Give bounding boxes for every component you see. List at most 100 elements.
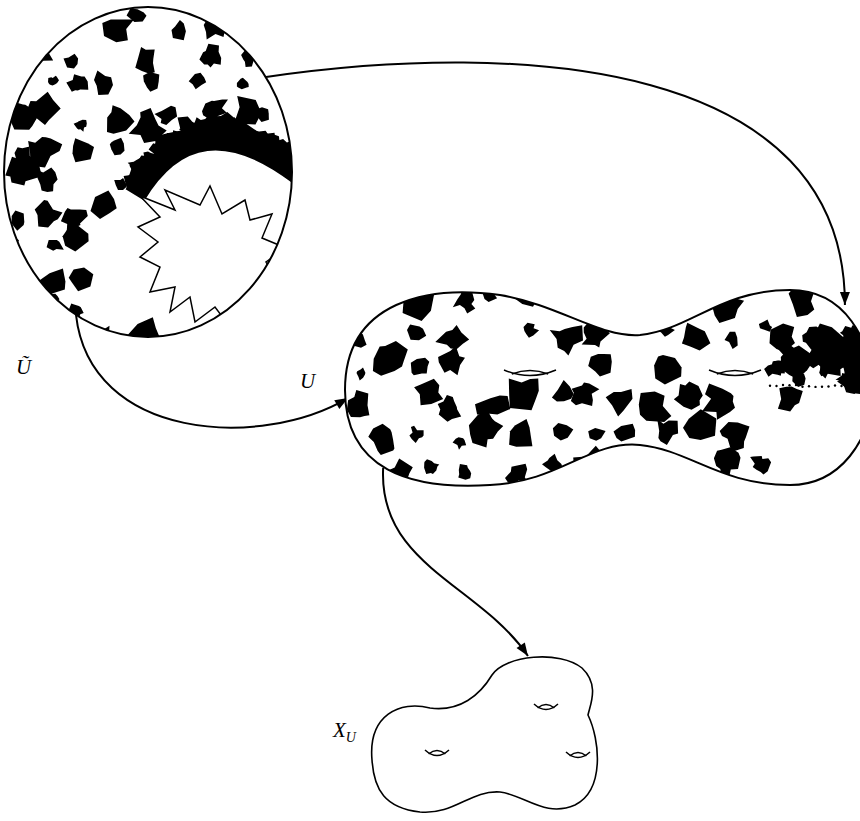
dot xyxy=(840,385,842,387)
black-cell xyxy=(509,376,539,411)
black-cell xyxy=(39,269,65,295)
handle-hole xyxy=(536,701,555,713)
black-cell xyxy=(682,323,711,351)
black-cell xyxy=(110,138,125,155)
black-cell xyxy=(128,317,161,352)
dot xyxy=(853,384,855,386)
shape-group xyxy=(0,0,322,358)
black-cell xyxy=(588,428,605,441)
curved-arrow xyxy=(383,468,528,656)
black-cell xyxy=(654,355,682,385)
black-cell xyxy=(347,390,370,417)
black-cell xyxy=(293,8,322,35)
disk-ground xyxy=(4,7,292,337)
black-cell xyxy=(8,0,43,31)
black-cell xyxy=(357,368,366,381)
black-cell xyxy=(836,372,852,386)
black-cell xyxy=(438,346,465,375)
surface-outline xyxy=(345,290,860,486)
black-cell xyxy=(268,72,285,92)
black-cell xyxy=(2,305,21,320)
black-cell xyxy=(172,20,186,40)
handle-curve xyxy=(425,750,449,756)
black-cell xyxy=(287,41,306,53)
black-cell xyxy=(114,178,126,190)
black-cell xyxy=(817,334,837,355)
black-cell xyxy=(614,424,636,442)
black-cell xyxy=(47,240,64,251)
black-cell xyxy=(63,223,89,251)
dot xyxy=(821,386,823,388)
handle-curve xyxy=(570,753,587,757)
dot xyxy=(847,385,849,387)
black-cell xyxy=(411,358,430,376)
black-cell xyxy=(339,460,356,480)
black-cell xyxy=(48,76,59,86)
dot xyxy=(795,384,797,386)
black-cell xyxy=(403,285,434,321)
surface-node: U xyxy=(340,280,860,495)
arrow-head xyxy=(517,642,528,656)
black-cell xyxy=(483,289,498,302)
black-cell xyxy=(606,389,633,417)
black-cell xyxy=(778,387,803,412)
black-cell xyxy=(639,392,672,422)
black-cell xyxy=(524,323,540,338)
black-cell xyxy=(155,106,178,125)
black-cell xyxy=(11,324,38,353)
black-cell xyxy=(0,64,23,88)
arrow-line xyxy=(383,468,528,656)
black-cell xyxy=(552,380,574,401)
black-cell xyxy=(37,168,57,193)
space-label: U xyxy=(300,369,315,393)
black-cell xyxy=(725,332,738,349)
black-cell xyxy=(135,47,155,74)
black-cell xyxy=(373,341,408,376)
black-cell xyxy=(65,338,88,358)
arrow-head xyxy=(840,292,850,305)
black-cell xyxy=(237,78,249,89)
dot xyxy=(801,386,803,388)
surface-cells xyxy=(339,275,860,491)
black-cell xyxy=(621,461,636,473)
black-cell xyxy=(407,325,426,341)
black-cell xyxy=(127,9,147,23)
black-cell xyxy=(435,325,469,349)
black-cell xyxy=(107,105,135,134)
black-cell xyxy=(94,71,113,95)
black-cell xyxy=(759,320,772,332)
black-cell xyxy=(509,419,532,447)
handle-hole xyxy=(509,367,551,379)
black-cell xyxy=(255,107,269,122)
handle-curve xyxy=(538,705,555,709)
black-cell xyxy=(199,44,221,68)
dot xyxy=(834,384,836,386)
space-label: X xyxy=(333,718,346,742)
label-group: XU xyxy=(333,720,356,741)
disk-outline xyxy=(4,7,292,337)
black-cell xyxy=(414,379,443,406)
black-cell xyxy=(458,464,471,480)
dot xyxy=(782,384,784,386)
black-cell xyxy=(553,423,573,441)
black-cell xyxy=(5,157,41,186)
black-cell xyxy=(573,446,607,485)
black-cell xyxy=(189,73,207,90)
handle-curve xyxy=(504,370,556,376)
black-cell xyxy=(819,359,833,376)
fundamental-domain xyxy=(138,186,286,327)
black-cell xyxy=(73,138,95,162)
arrow-line xyxy=(266,63,845,305)
black-cell xyxy=(438,395,462,422)
handle-curve xyxy=(717,371,753,375)
black-cell xyxy=(674,381,703,409)
black-cell xyxy=(67,3,91,28)
black-cell xyxy=(543,279,568,309)
shape-group xyxy=(372,657,598,812)
black-cell xyxy=(542,454,562,473)
handle-hole xyxy=(568,749,587,761)
space-label: Ũ xyxy=(16,355,31,379)
black-cell xyxy=(720,422,750,451)
black-cell xyxy=(588,354,612,377)
black-cell xyxy=(657,419,678,445)
